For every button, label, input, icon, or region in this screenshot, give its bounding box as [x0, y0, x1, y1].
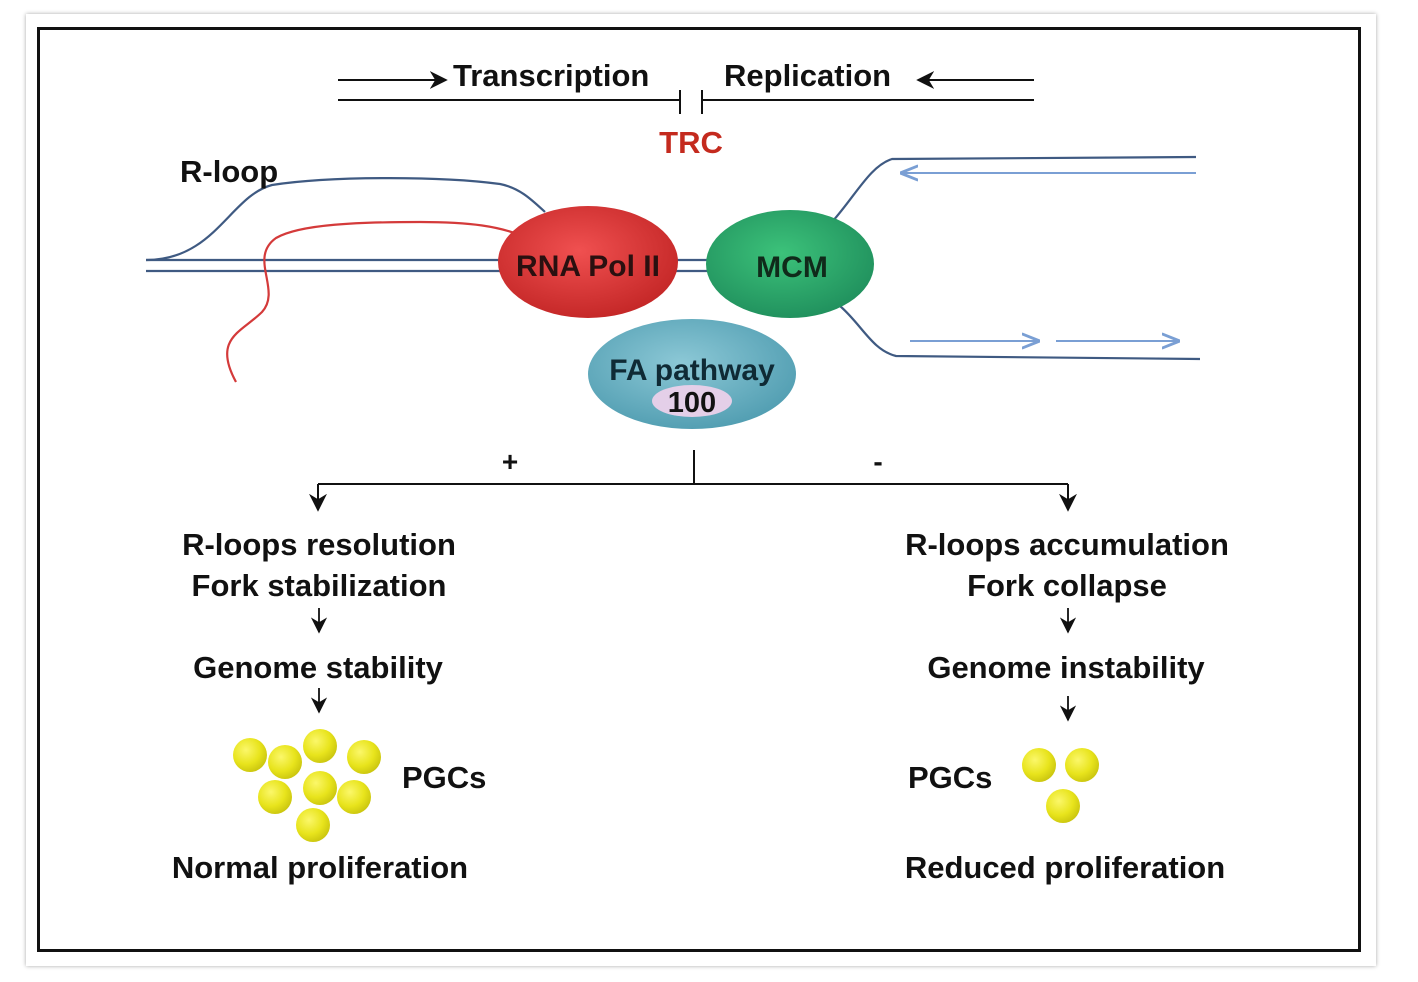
fa-badge-bg	[652, 385, 732, 417]
mcm-ellipse	[706, 210, 874, 318]
normal-pgc-cell	[337, 780, 371, 814]
trc-label: TRC	[659, 125, 723, 160]
negative-outcome-line1: R-loops accumulation	[905, 527, 1229, 562]
pgc-cluster-normal	[233, 729, 381, 842]
reduced-pgc-cell	[1046, 789, 1080, 823]
figure-border	[37, 27, 1361, 952]
positive-branch: R-loops resolution Fork stabilization Ge…	[172, 527, 487, 885]
plus-sign: +	[502, 446, 518, 477]
rna-pol-ii-label: RNA Pol II	[516, 250, 660, 283]
normal-pgc-cell	[296, 808, 330, 842]
direction-header: Transcription Replication TRC	[338, 58, 1034, 160]
normal-pgc-cell	[268, 745, 302, 779]
negative-proliferation-label: Reduced proliferation	[905, 850, 1225, 885]
negative-outcome-line2: Fork collapse	[967, 568, 1167, 603]
fa-pathway-complex: FA pathway 100	[588, 319, 796, 429]
mcm-label: MCM	[756, 251, 828, 284]
polymerase-complex: RNA Pol II	[498, 206, 678, 318]
normal-pgc-cell	[303, 729, 337, 763]
fork-lower-strand	[839, 305, 1201, 361]
reduced-pgc-cell	[1022, 748, 1056, 782]
negative-pgcs-label: PGCs	[908, 760, 992, 795]
fork-upper-strand	[831, 155, 1197, 223]
rloop-displaced-strand	[145, 177, 546, 262]
fa-pathway-label: FA pathway	[609, 354, 775, 387]
positive-outcome-line2: Fork stabilization	[192, 568, 447, 603]
positive-pgcs-label: PGCs	[402, 760, 486, 795]
rna-strand	[226, 220, 529, 383]
rloop-label: R-loop	[180, 154, 278, 189]
fa-badge-value: 100	[668, 387, 716, 419]
negative-branch: R-loops accumulation Fork collapse Genom…	[905, 527, 1229, 885]
minus-sign: -	[873, 446, 882, 477]
transcription-label: Transcription	[453, 58, 649, 93]
normal-pgc-cell	[258, 780, 292, 814]
positive-genome-label: Genome stability	[193, 650, 444, 685]
normal-pgc-cell	[233, 738, 267, 772]
replication-label: Replication	[724, 58, 891, 93]
pgc-cluster-reduced	[1022, 748, 1099, 823]
reduced-pgc-cell	[1065, 748, 1099, 782]
negative-genome-label: Genome instability	[927, 650, 1205, 685]
fa-pathway-ellipse	[588, 319, 796, 429]
branch-connectors: + -	[309, 446, 1077, 512]
mcm-complex: MCM	[706, 210, 874, 318]
positive-proliferation-label: Normal proliferation	[172, 850, 468, 885]
normal-pgc-cell	[347, 740, 381, 774]
rna-pol-ii-ellipse	[498, 206, 678, 318]
positive-outcome-line1: R-loops resolution	[182, 527, 456, 562]
normal-pgc-cell	[303, 771, 337, 805]
